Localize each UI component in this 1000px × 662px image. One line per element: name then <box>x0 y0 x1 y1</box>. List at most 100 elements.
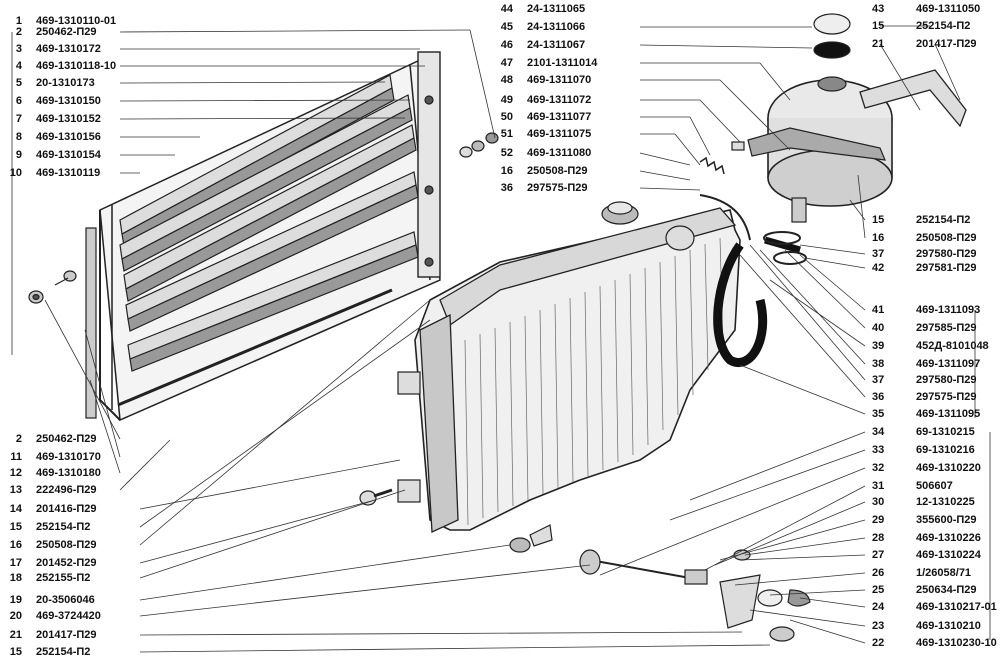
part-number: 469-1311095 <box>916 408 981 420</box>
part-number: 469-1310172 <box>36 43 101 55</box>
callout-label: 15 252154-П2 <box>6 521 91 533</box>
drain-cock <box>509 524 811 642</box>
expansion-tank <box>747 69 967 223</box>
callout-number: 42 <box>872 262 885 274</box>
part-number: 250508-П29 <box>916 232 977 244</box>
part-number: 469-1310226 <box>916 532 981 544</box>
callout-number: 20 <box>9 610 22 622</box>
callout-label: 33 69-1310216 <box>872 444 975 456</box>
callout-number: 33 <box>872 444 885 456</box>
part-number: 469-1311072 <box>527 94 592 106</box>
part-number: 201417-П29 <box>916 38 977 50</box>
part-number: 469-1310150 <box>36 95 101 107</box>
callout-number: 3 <box>15 43 22 55</box>
shutter-blade <box>123 124 417 302</box>
callout-number: 15 <box>872 214 885 226</box>
part-number: 297585-П29 <box>916 322 977 334</box>
callout-number: 22 <box>872 637 885 649</box>
callout-number: 17 <box>9 557 22 569</box>
part-number: 297575-П29 <box>916 391 977 403</box>
part-number: 69-1310216 <box>916 444 975 456</box>
callout-number: 36 <box>872 391 885 403</box>
callout-number: 11 <box>10 451 22 463</box>
part-number: 469-1310224 <box>916 549 981 561</box>
callout-number: 21 <box>872 38 885 50</box>
part-number: 469-1311093 <box>916 304 981 316</box>
callout-number: 50 <box>500 111 513 123</box>
part-number: 297580-П29 <box>916 248 977 260</box>
callout-number: 6 <box>15 95 22 107</box>
part-number: 252154-П2 <box>36 521 91 533</box>
part-number: 469-1310210 <box>916 620 981 632</box>
callout-label: 17 201452-П29 <box>6 557 97 569</box>
part-number: 355600-П29 <box>916 514 977 526</box>
part-number: 469-1310180 <box>36 467 101 479</box>
callout-number: 9 <box>15 149 22 161</box>
callout-number: 2 <box>15 433 22 445</box>
shutter-blade <box>119 94 413 272</box>
leader-lines <box>11 25 991 653</box>
part-number: 222496-П29 <box>36 484 97 496</box>
part-number: 20-1310173 <box>36 77 95 89</box>
callout-number: 28 <box>872 532 885 544</box>
part-number: 201452-П29 <box>36 557 97 569</box>
callout-number: 13 <box>9 484 22 496</box>
part-number: 24-1311066 <box>527 21 586 33</box>
callout-label: 16 250508-П29 <box>872 232 977 244</box>
part-number: 469-1310230-10 <box>916 637 997 649</box>
callout-number: 31 <box>872 480 885 492</box>
callout-number: 24 <box>872 601 885 613</box>
callout-number: 25 <box>872 584 885 596</box>
part-number: 252154-П2 <box>36 646 91 658</box>
callout-number: 38 <box>872 358 885 370</box>
part-number: 201416-П29 <box>36 503 97 515</box>
callout-label: 13 222496-П29 <box>6 484 97 496</box>
callout-number: 34 <box>872 426 885 438</box>
callout-number: 39 <box>872 340 885 352</box>
callout-number: 12 <box>9 467 22 479</box>
callout-number: 18 <box>9 572 22 584</box>
part-number: 250508-П29 <box>527 165 588 177</box>
callout-number: 1 <box>15 15 22 27</box>
callout-number: 16 <box>872 232 885 244</box>
part-number: 297581-П29 <box>916 262 977 274</box>
part-number: 1/26058/71 <box>916 567 972 579</box>
callout-label: 6 469-1310150 <box>6 95 101 107</box>
callout-number: 46 <box>500 39 513 51</box>
part-number: 469-1311070 <box>527 74 592 86</box>
callout-number: 15 <box>9 521 22 533</box>
shutter-assembly <box>85 51 441 422</box>
part-number: 469-1310220 <box>916 462 981 474</box>
part-number: 469-1311097 <box>916 358 981 370</box>
tank-cap-icon <box>813 13 851 59</box>
part-number: 469-1311050 <box>916 3 981 15</box>
callout-number: 41 <box>872 304 885 316</box>
part-number: 252155-П2 <box>36 572 91 584</box>
callout-label: 3 469-1310172 <box>6 43 101 55</box>
callout-number: 36 <box>500 182 513 194</box>
callout-number: 15 <box>872 20 885 32</box>
callout-number: 2 <box>15 26 22 38</box>
callout-number: 43 <box>872 3 885 15</box>
